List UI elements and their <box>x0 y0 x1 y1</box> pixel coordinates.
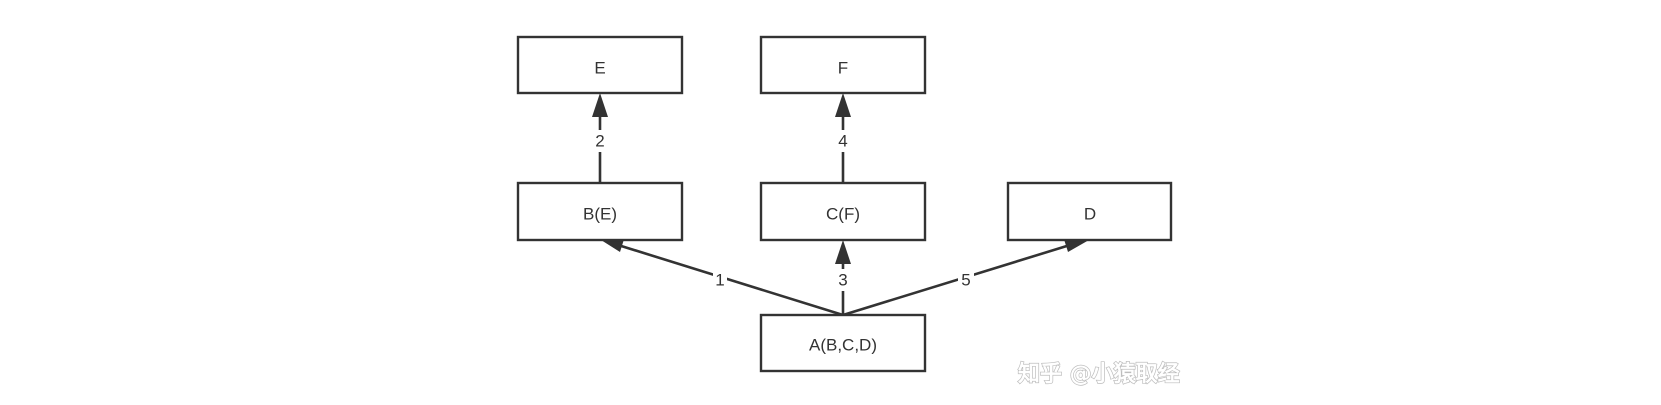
edge-a-to-c-label-bg <box>835 269 851 291</box>
edge-a-to-b-line <box>617 243 844 317</box>
edge-b-to-e-label: 2 <box>595 132 604 151</box>
node-b: B(E) <box>516 181 684 242</box>
node-d: D <box>1006 181 1173 242</box>
node-f-box <box>759 35 927 95</box>
edge-c-to-f-label-bg <box>835 130 851 152</box>
watermark: 知乎 @小猿取经 <box>1018 361 1180 387</box>
node-a-label: A(B,C,D) <box>809 336 877 355</box>
node-d-box <box>1006 181 1173 242</box>
node-a: A(B,C,D) <box>759 313 927 373</box>
node-c: C(F) <box>759 181 927 242</box>
edge-a-to-d-label-bg <box>958 270 974 290</box>
edge-b-to-e-label-bg <box>592 130 608 152</box>
edge-b-to-e: 2 <box>592 93 608 183</box>
edge-c-to-f: 4 <box>835 93 851 183</box>
edge-a-to-b-label-bg <box>713 270 727 290</box>
node-f: F <box>759 35 927 95</box>
edge-c-to-f-arrowhead <box>835 93 851 117</box>
edge-a-to-b-label: 1 <box>715 271 724 290</box>
edge-a-to-b: 1 <box>601 233 844 317</box>
node-b-label: B(E) <box>583 205 617 224</box>
edge-b-to-e-arrowhead <box>592 93 608 117</box>
edge-a-to-c-arrowhead <box>835 240 851 264</box>
node-a-box <box>759 313 927 373</box>
edge-a-to-c-label: 3 <box>838 271 847 290</box>
node-e-label: E <box>594 59 605 78</box>
node-d-label: D <box>1084 205 1096 224</box>
edge-a-to-d-label: 5 <box>961 271 970 290</box>
edge-a-to-d-line <box>842 243 1071 317</box>
node-e-box <box>516 35 684 95</box>
edge-a-to-c: 3 <box>835 240 851 315</box>
node-f-label: F <box>838 59 848 78</box>
node-c-label: C(F) <box>826 205 860 224</box>
node-e: E <box>516 35 684 95</box>
edge-a-to-d: 5 <box>842 233 1089 317</box>
edge-c-to-f-label: 4 <box>838 132 847 151</box>
node-c-box <box>759 181 927 242</box>
node-b-box <box>516 181 684 242</box>
